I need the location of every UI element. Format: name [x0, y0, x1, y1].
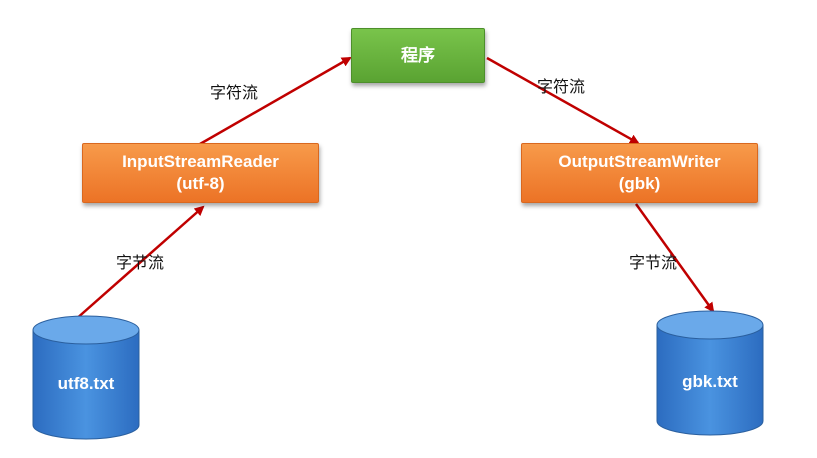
target-file-label: gbk.txt — [682, 372, 738, 391]
arrow-program-to-writer — [486, 56, 640, 145]
writer-encoding: (gbk) — [618, 174, 661, 193]
arrow-writer-to-file — [634, 203, 715, 313]
edge-label-writer-to-file: 字节流 — [629, 253, 678, 272]
source-file-label: utf8.txt — [57, 374, 115, 393]
input-stream-reader-node: InputStreamReader (utf-8) — [82, 143, 319, 203]
edge-label-file-to-reader: 字节流 — [116, 253, 165, 272]
reader-encoding: (utf-8) — [176, 174, 225, 193]
cylinder-target-file — [656, 310, 764, 436]
program-label: 程序 — [401, 45, 435, 65]
output-stream-writer-node: OutputStreamWriter (gbk) — [521, 143, 758, 203]
cylinder-source-file — [32, 315, 140, 440]
edge-label-program-to-writer: 字符流 — [537, 77, 586, 96]
arrow-file-to-reader — [74, 205, 205, 321]
edge-label-reader-to-program: 字符流 — [210, 83, 259, 102]
reader-title: InputStreamReader — [122, 152, 279, 171]
writer-title: OutputStreamWriter — [558, 152, 721, 171]
arrow-reader-to-program — [199, 56, 352, 146]
program-node: 程序 — [351, 28, 485, 83]
